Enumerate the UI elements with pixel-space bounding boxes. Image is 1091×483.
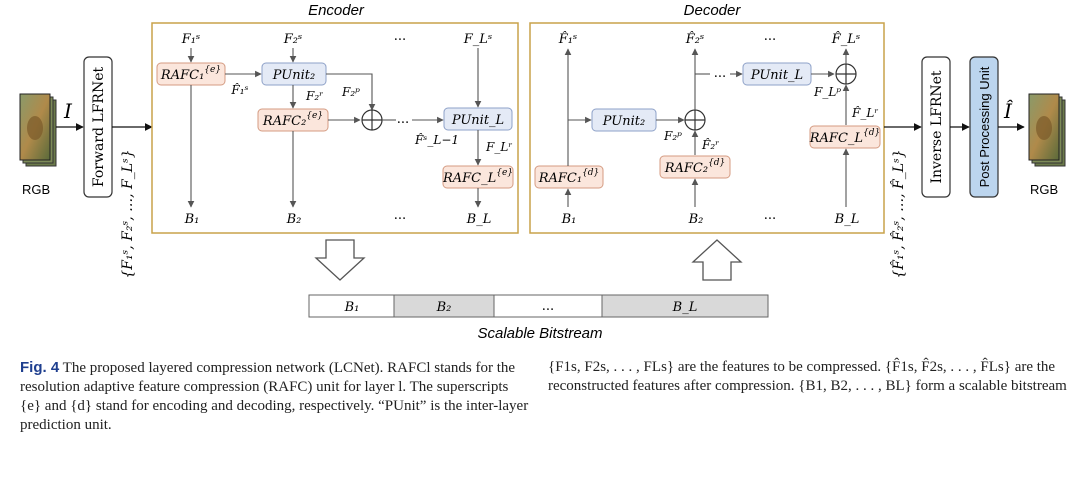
inverse-lfrnet-label: Inverse LFRNet xyxy=(929,70,945,183)
enc-fl1hat: F̂ˢ_L−1 xyxy=(414,132,459,147)
enc-sum-icon xyxy=(361,109,383,131)
caption-figure-label: Fig. 4 xyxy=(20,359,60,376)
enc-b2: B₂ xyxy=(286,212,302,227)
lcnet-diagram: RGB I Forward LFRNet {F₁ˢ, F₂ˢ, …, F_Lˢ}… xyxy=(19,2,1066,342)
caption-left-text: The proposed layered compression network… xyxy=(20,360,529,433)
enc-b1: B₁ xyxy=(184,212,200,227)
bitstream-bl: B_L xyxy=(672,300,698,315)
scalable-bitstream: B₁ B₂ ... B_L xyxy=(308,294,769,318)
rafc1-decoder-box xyxy=(534,165,604,189)
caption-right-text: {F1s, F2s, . . . , FLs} are the features… xyxy=(548,359,1067,394)
bitstream-b2: B₂ xyxy=(436,300,452,315)
decoder-title: Decoder xyxy=(684,2,742,19)
down-hollow-arrow-icon xyxy=(314,239,366,281)
punitl-encoder-label: PUnit_L xyxy=(451,113,504,128)
caption-left-column: Fig. 4 The proposed layered compression … xyxy=(20,358,532,435)
enc-bl: B_L xyxy=(466,212,492,227)
up-hollow-arrow-icon xyxy=(691,239,743,281)
decoder-box xyxy=(529,22,885,234)
punitl-decoder-label: PUnit_L xyxy=(750,68,803,83)
punit2-encoder-label: PUnit₂ xyxy=(272,68,315,83)
enc-bottom-ellipsis: ... xyxy=(394,208,406,223)
dec-bl: B_L xyxy=(834,212,860,227)
dec-b1: B₁ xyxy=(561,212,577,227)
encoder-title: Encoder xyxy=(308,2,365,19)
enc-f2r: F₂ʳ xyxy=(305,89,323,103)
rafcl-decoder-label: RAFC_L{d} xyxy=(809,128,881,146)
dec-bottom-ellipsis: ... xyxy=(764,208,776,223)
dec-f2p: F₂ᵖ xyxy=(663,129,682,143)
dec-f1hat: F̂₁ˢ xyxy=(558,31,578,47)
forward-lfrnet-label: Forward LFRNet xyxy=(91,67,107,188)
dec-top-ellipsis: ... xyxy=(764,29,776,44)
encoder-box xyxy=(151,22,519,234)
rafcl-decoder-box xyxy=(809,125,881,149)
dec-f2r: F̂₂ʳ xyxy=(701,137,719,152)
figure-caption: Fig. 4 The proposed layered compression … xyxy=(20,358,1076,438)
input-rgb-label: RGB xyxy=(22,182,50,197)
dec-flr: F̂_Lʳ xyxy=(851,105,878,120)
enc-f2s: F₂ˢ xyxy=(283,32,303,47)
enc-f1s: F₁ˢ xyxy=(181,32,201,47)
enc-f2p: F₂ᵖ xyxy=(341,85,360,99)
rafcl-encoder-label: RAFC_L{e} xyxy=(442,168,513,186)
dec-f2hat: F̂₂ˢ xyxy=(685,31,705,47)
enc-top-ellipsis: ... xyxy=(394,29,406,44)
input-image-stack-icon xyxy=(19,93,57,167)
rafc2-decoder-box xyxy=(659,155,731,179)
enc-mid-ellipsis: ... xyxy=(397,112,409,127)
enc-fls: F_Lˢ xyxy=(463,32,493,47)
bitstream-b1: B₁ xyxy=(344,300,360,315)
enc-flr: F_Lʳ xyxy=(485,140,512,154)
dec-b2: B₂ xyxy=(688,212,704,227)
post-processing-label: Post Processing Unit xyxy=(977,66,992,187)
dec-sum-1-icon xyxy=(684,109,706,131)
enc-f1hat: F̂₁ˢ xyxy=(230,82,248,97)
caption-right-column: {F1s, F2s, . . . , FLs} are the features… xyxy=(548,358,1076,396)
input-feature-set: {F₁ˢ, F₂ˢ, …, F_Lˢ} xyxy=(120,149,136,278)
punit2-decoder-label: PUnit₂ xyxy=(602,114,645,129)
output-image-stack-icon xyxy=(1028,93,1066,167)
output-rgb-label: RGB xyxy=(1030,182,1058,197)
input-symbol: I xyxy=(63,99,73,123)
dec-sum-l-icon xyxy=(835,63,857,85)
output-symbol: Î xyxy=(1003,99,1014,123)
bitstream-ellipsis: ... xyxy=(542,299,554,314)
dec-mid-ellipsis: ... xyxy=(714,66,726,81)
dec-flhat: F̂_Lˢ xyxy=(831,31,861,47)
reconstructed-feature-set: {F̂₁ˢ, F̂₂ˢ, …, F̂_Lˢ} xyxy=(889,149,907,278)
bitstream-title: Scalable Bitstream xyxy=(477,325,602,342)
dec-flp: F_Lᵖ xyxy=(813,85,841,99)
